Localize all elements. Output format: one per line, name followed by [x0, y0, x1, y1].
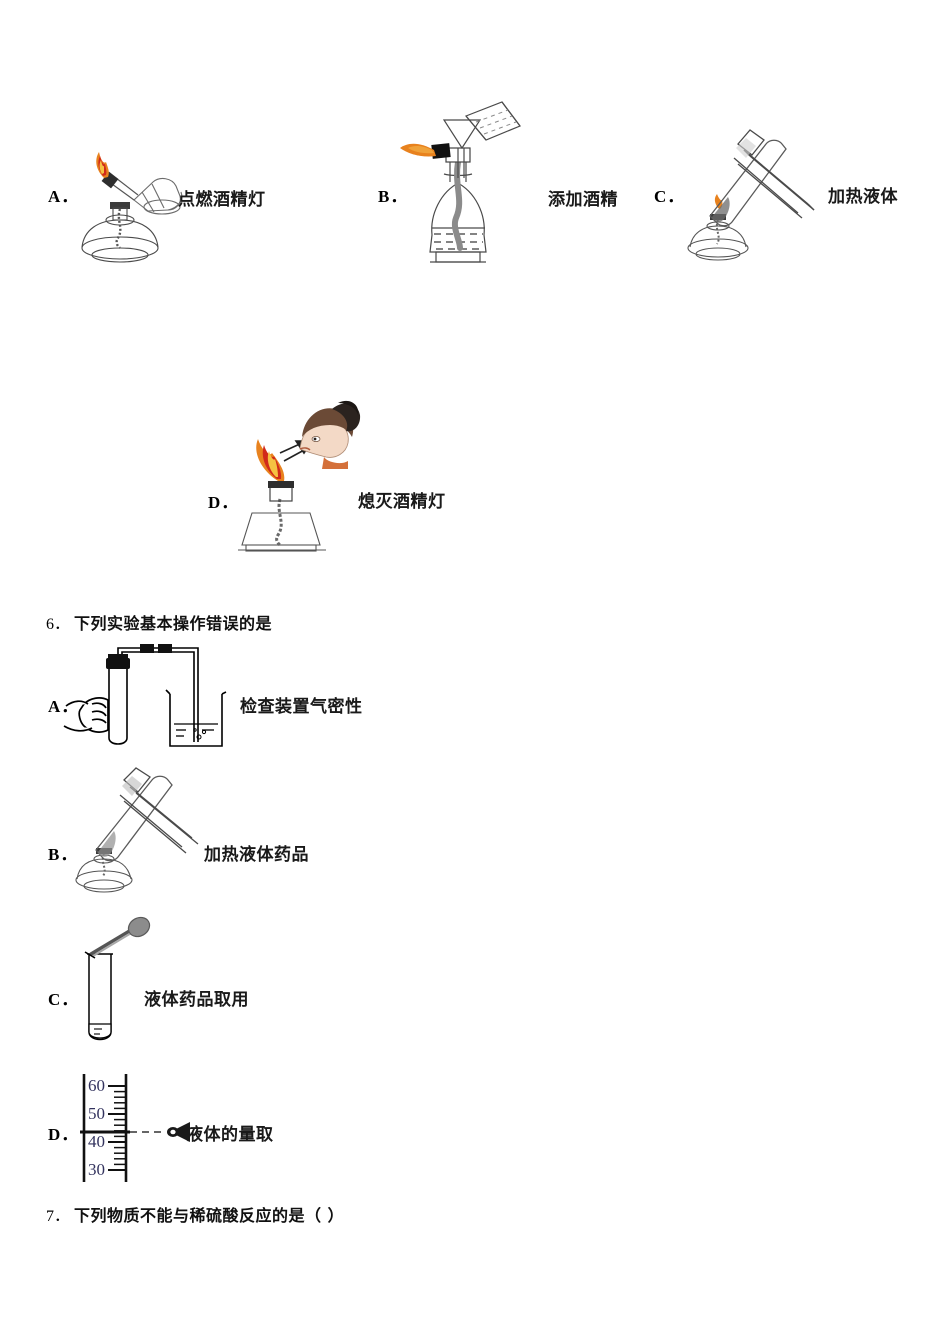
figure-5a-alcohol-lamp-lighting — [68, 148, 198, 273]
figure-5d-blowing-out-lamp — [232, 395, 362, 575]
option-letter-5b: B． — [378, 187, 409, 206]
eye-icon — [167, 1122, 190, 1142]
option-letter-5d: D． — [208, 493, 240, 512]
option-letter-6c: C． — [48, 990, 80, 1009]
option-label-6b: 加热液体药品 — [204, 845, 309, 865]
figure-6d-graduated-cylinder-reading: 60 50 40 30 — [78, 1070, 278, 1190]
question-7-stem-row: 7． 下列物质不能与稀硫酸反应的是（ ） — [46, 1202, 344, 1226]
cylinder-tick-30: 30 — [88, 1160, 105, 1179]
cylinder-tick-60: 60 — [88, 1076, 105, 1095]
option-label-6c: 液体药品取用 — [144, 990, 249, 1010]
option-label-5a: 点燃酒精灯 — [178, 190, 266, 210]
question-7-stem: 下列物质不能与稀硫酸反应的是（ ） — [74, 1206, 345, 1225]
option-letter-5c: C． — [654, 187, 686, 206]
figure-5b-adding-alcohol — [400, 100, 550, 275]
figure-6c-liquid-reagent-dropper — [75, 916, 185, 1047]
cylinder-tick-50: 50 — [88, 1104, 105, 1123]
option-label-6d: 液体的量取 — [186, 1125, 274, 1145]
question-6-stem: 下列实验基本操作错误的是 — [74, 614, 273, 633]
option-letter-6d: D． — [48, 1125, 80, 1144]
question-6-number: 6． — [46, 616, 71, 633]
option-label-6a: 检查装置气密性 — [240, 697, 363, 717]
figure-6b-heating-liquid-reagent — [68, 767, 208, 898]
option-label-5b: 添加酒精 — [548, 190, 618, 210]
question-7-number: 7． — [46, 1208, 71, 1225]
option-label-5c: 加热液体 — [828, 187, 898, 207]
option-letter-6b: B． — [48, 845, 79, 864]
question-6-stem-row: 6． 下列实验基本操作错误的是 — [46, 610, 272, 634]
figure-6a-airtightness-check — [62, 642, 237, 754]
cylinder-tick-40: 40 — [88, 1132, 105, 1151]
option-letter-6a: A． — [48, 697, 80, 716]
option-letter-5a: A． — [48, 187, 80, 206]
option-label-5d: 熄灭酒精灯 — [358, 492, 446, 512]
figure-5c-heating-liquid — [680, 118, 820, 268]
